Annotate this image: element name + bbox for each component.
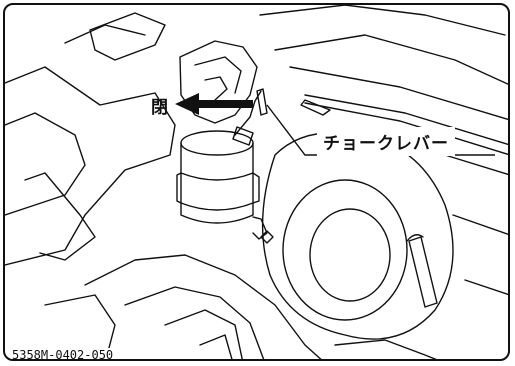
fan-housing-inner <box>282 179 408 321</box>
cylinder-clip <box>252 216 268 240</box>
tank-rib-2 <box>304 94 508 146</box>
choke-lever-label: チョークレバー <box>317 127 455 156</box>
fan-housing-outer <box>261 131 454 340</box>
bottom-block <box>84 254 322 359</box>
left-body-outline <box>5 66 176 266</box>
tank-top <box>259 5 506 36</box>
top-left-cover <box>89 12 166 61</box>
bottom-left-curve <box>44 294 116 359</box>
close-direction-arrow <box>175 93 253 115</box>
bottom-fins-2 <box>164 309 243 359</box>
carb-detail-1 <box>194 56 242 94</box>
starter-handle-top <box>406 234 424 242</box>
tank-side <box>274 34 508 85</box>
choke-lever-tip <box>256 88 268 116</box>
right-panel <box>444 154 508 296</box>
tank-rib-1 <box>289 66 508 121</box>
tank-rib-3 <box>304 102 508 156</box>
cylinder-band <box>176 172 260 211</box>
figure-frame: 閉 チョークレバー 5358M-0402-050 <box>3 3 510 361</box>
close-label: 閉 <box>151 98 169 118</box>
housing-bolt <box>260 230 274 244</box>
cover-edge <box>64 24 146 44</box>
left-rail <box>24 172 96 261</box>
choke-link <box>232 126 254 146</box>
bottom-fins-3 <box>199 334 233 359</box>
starter-handle <box>408 236 438 308</box>
left-body-inner <box>5 112 86 216</box>
tank-clip <box>300 99 331 116</box>
figure-id: 5358M-0402-050 <box>10 348 116 361</box>
carb-detail-2 <box>204 76 228 101</box>
bottom-fins-1 <box>124 286 265 359</box>
bottom-right-edge <box>334 339 437 359</box>
fan-hub <box>309 208 391 302</box>
cylinder-body <box>180 142 254 224</box>
engine-illustration <box>5 5 508 359</box>
